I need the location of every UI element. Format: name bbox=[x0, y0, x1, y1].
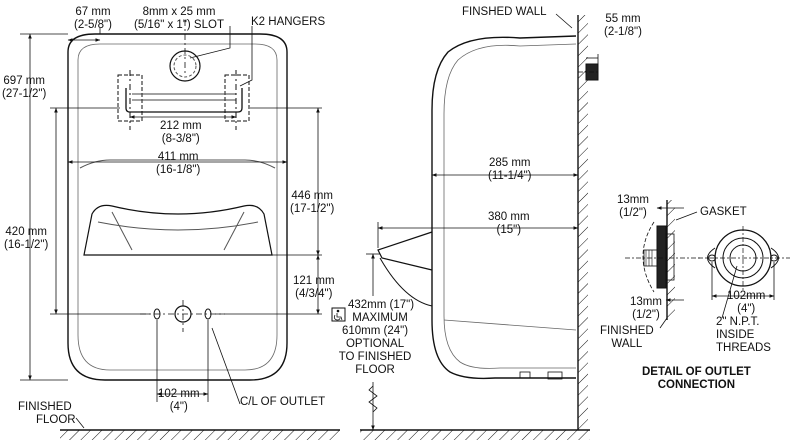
dim-67-in: (2-5/8") bbox=[74, 19, 112, 31]
label-102-front: 102 mm (4") bbox=[158, 388, 200, 414]
dim-380-in: (15") bbox=[496, 224, 522, 236]
wall-line-1: FINISHED bbox=[600, 325, 654, 337]
outlet-detail bbox=[625, 200, 790, 329]
label-13b: 13mm (1/2") bbox=[630, 296, 662, 322]
dim-102-in: (4") bbox=[169, 401, 188, 413]
rim-line-4: OPTIONAL bbox=[345, 338, 405, 350]
gasket bbox=[656, 225, 667, 289]
dim-411-in: (16-1/8") bbox=[156, 164, 201, 176]
floor-line-2: FLOOR bbox=[36, 414, 76, 426]
dim-13b-in: (1/2") bbox=[632, 309, 660, 321]
label-wall: FINSHED WALL bbox=[462, 6, 547, 18]
dim-380-mm: 380 mm bbox=[488, 211, 530, 223]
urinal-front-outline bbox=[67, 33, 288, 381]
rim-line-6: FLOOR bbox=[355, 364, 395, 376]
label-285: 285 mm (11-1/4") bbox=[488, 157, 532, 183]
dim-55-in: (2-1/8") bbox=[604, 26, 642, 38]
dim-67-mm: 67 mm bbox=[75, 6, 111, 18]
hanger-right bbox=[224, 74, 250, 122]
rim-line-3: 610mm (24") bbox=[342, 325, 409, 337]
label-slot: 8mm x 25 mm (5/16" x 1") SLOT bbox=[134, 6, 224, 32]
dim-420-mm: 420 mm bbox=[5, 226, 47, 238]
label-411: 411 mm (16-1/8") bbox=[156, 151, 200, 177]
label-npt: 2" N.P.T. INSIDE THREADS bbox=[716, 316, 771, 355]
label-67: 67 mm (2-5/8") bbox=[74, 6, 112, 32]
npt-line-2: INSIDE bbox=[716, 329, 755, 341]
label-212: 212 mm (8-3/8") bbox=[160, 120, 202, 146]
dim-446-mm: 446 mm bbox=[291, 190, 333, 202]
label-finished-wall: FINISHED WALL bbox=[600, 325, 654, 351]
rim-line-1: 432mm (17") bbox=[348, 299, 415, 311]
dim-55-mm: 55 mm bbox=[605, 13, 641, 25]
urinal-lip bbox=[377, 231, 433, 271]
dim-697-in: (27-1/2") bbox=[2, 88, 47, 100]
dim-446-in: (17-1/2") bbox=[290, 203, 335, 215]
dim-102-mm: 102 mm bbox=[158, 388, 200, 400]
label-55: 55 mm (2-1/8") bbox=[604, 13, 642, 39]
dim-212-mm: 212 mm bbox=[160, 120, 202, 132]
label-outlet-cl: C/L OF OUTLET bbox=[240, 396, 326, 408]
dim-121-in: (4/3/4") bbox=[295, 288, 333, 300]
label-697: 697 mm (27-1/2") bbox=[2, 75, 46, 101]
rim-line-2: MAXIMUM bbox=[352, 312, 408, 324]
npt-line-3: THREADS bbox=[716, 342, 771, 354]
npt-line-1: 2" N.P.T. bbox=[716, 316, 760, 328]
label-finished-floor: FINISHED FLOOR bbox=[18, 401, 76, 427]
label-446: 446 mm (17-1/2") bbox=[290, 190, 334, 216]
rim-line-5: TO FINISHED bbox=[338, 351, 412, 363]
label-13a: 13mm (1/2") bbox=[617, 194, 649, 220]
label-420: 420 mm (16-1/2") bbox=[4, 226, 48, 252]
dim-13a-mm: 13mm bbox=[617, 194, 649, 206]
dim-697-mm: 697 mm bbox=[3, 75, 45, 87]
dim-121-mm: 121 mm bbox=[293, 275, 335, 287]
detail-title-line-1: DETAIL OF OUTLET bbox=[642, 366, 751, 378]
label-detail-title: DETAIL OF OUTLET CONNECTION bbox=[642, 366, 751, 392]
side-view bbox=[331, 13, 600, 440]
label-102-detail: 102mm (4") bbox=[727, 290, 765, 316]
slot-mm: 8mm x 25 mm bbox=[142, 6, 216, 18]
label-121: 121 mm (4/3/4") bbox=[293, 275, 335, 301]
detail-title-line-2: CONNECTION bbox=[657, 379, 736, 391]
dim-420-in: (16-1/2") bbox=[4, 239, 49, 251]
accessibility-icon bbox=[331, 307, 346, 322]
wall-line-2: WALL bbox=[611, 338, 643, 350]
dim-102d-in: (4") bbox=[737, 303, 756, 315]
label-380: 380 mm (15") bbox=[488, 211, 530, 237]
floor-line-1: FINISHED bbox=[18, 401, 72, 413]
label-hangers: K2 HANGERS bbox=[251, 16, 326, 28]
dim-285-mm: 285 mm bbox=[488, 157, 531, 169]
dim-13a-in: (1/2") bbox=[619, 207, 647, 219]
dim-13b-mm: 13mm bbox=[630, 296, 662, 308]
front-view bbox=[20, 20, 340, 440]
label-rim-height: 432mm (17") MAXIMUM 610mm (24") OPTIONAL… bbox=[336, 299, 414, 377]
slot-in: (5/16" x 1") SLOT bbox=[134, 19, 224, 31]
urinal-side-profile bbox=[431, 35, 577, 380]
dim-285-in: (11-1/4") bbox=[488, 170, 532, 182]
dim-212-in: (8-3/8") bbox=[161, 133, 200, 145]
urinal-basin bbox=[83, 204, 273, 256]
dim-102d-mm: 102mm bbox=[727, 290, 766, 302]
dim-411-mm: 411 mm bbox=[157, 151, 199, 163]
label-gasket: GASKET bbox=[700, 206, 747, 218]
